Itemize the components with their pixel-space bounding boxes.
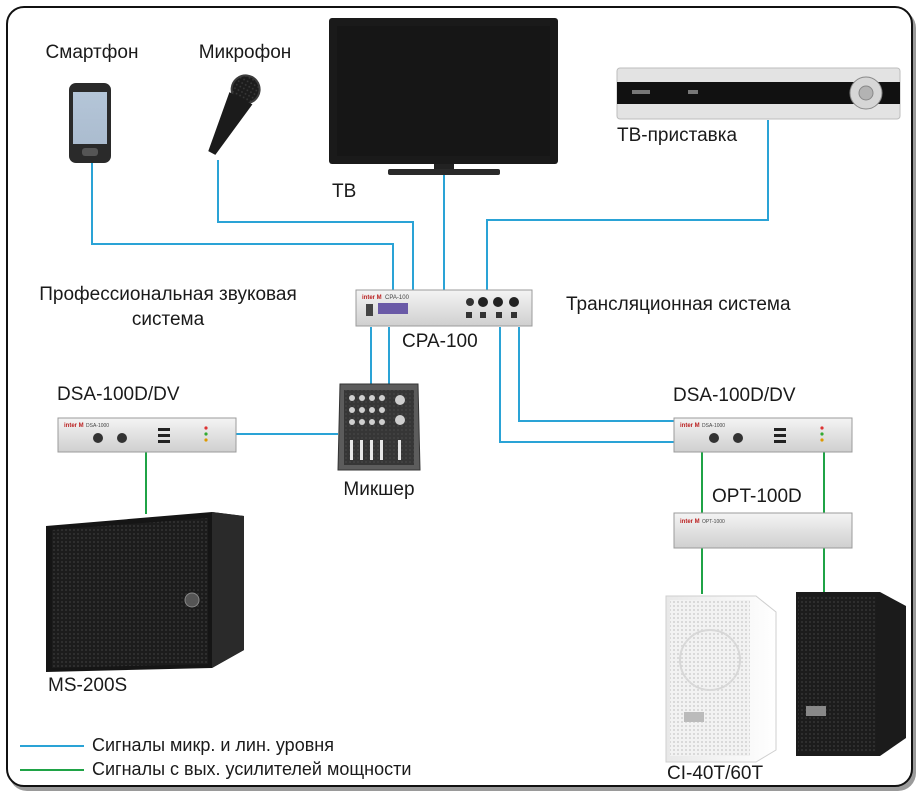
cpa-100-amplifier-icon: inter M CPA-100 <box>355 289 533 327</box>
wire-cpa-dsa-right-2 <box>499 327 676 443</box>
dsa-left-amplifier-icon: inter M DSA-1000 <box>57 417 237 453</box>
opt-brand: inter M <box>680 519 700 525</box>
dsa-right-brand: inter M <box>680 423 700 429</box>
label-mixer: Микшер <box>343 479 415 500</box>
label-opt-100d: OPT-100D <box>712 486 802 507</box>
opt-100d-unit-icon: inter M OPT-1000 <box>673 512 853 549</box>
opt-model-plate: OPT-1000 <box>702 519 725 525</box>
dsa-right-model-plate: DSA-1000 <box>702 423 725 429</box>
mixer-icon <box>337 383 421 471</box>
wire-smartphone-cpa <box>91 163 394 292</box>
legend-label-power-level: Сигналы с вых. усилителей мощности <box>92 759 412 779</box>
label-smartphone: Смартфон <box>45 42 139 63</box>
label-settop: ТВ-приставка <box>617 125 738 146</box>
label-pro-system-line2: система <box>131 309 205 330</box>
wire-cpa-dsa-right-1 <box>518 327 676 422</box>
smartphone-icon <box>69 83 111 163</box>
wire-mic-cpa <box>217 160 414 292</box>
label-dsa-left: DSA-100D/DV <box>57 384 180 405</box>
label-tv: ТВ <box>332 181 357 202</box>
subwoofer-icon <box>46 512 244 672</box>
speaker-white-icon <box>665 595 777 763</box>
tv-icon <box>329 18 558 175</box>
line-level-wires <box>91 120 769 443</box>
dsa-right-amplifier-icon: inter M DSA-1000 <box>673 417 853 453</box>
legend-label-line-level: Сигналы микр. и лин. уровня <box>92 735 334 755</box>
cpa-brand: inter M <box>362 295 382 301</box>
power-level-wires <box>145 452 825 594</box>
label-cpa-100: CPA-100 <box>402 331 478 352</box>
label-broadcast-system: Трансляционная система <box>566 294 791 315</box>
speaker-black-icon <box>796 592 906 756</box>
label-ms-200s: MS-200S <box>48 675 128 696</box>
dsa-left-model-plate: DSA-1000 <box>86 423 109 429</box>
microphone-icon <box>208 74 261 155</box>
label-microphone: Микрофон <box>198 42 292 63</box>
settop-box-icon <box>616 67 901 120</box>
label-ci-speakers: CI-40T/60T <box>667 763 764 784</box>
label-dsa-right: DSA-100D/DV <box>673 385 796 406</box>
cpa-model-plate: CPA-100 <box>385 295 410 301</box>
label-pro-system-line1: Профессиональная звуковая <box>39 284 297 305</box>
dsa-left-brand: inter M <box>64 423 84 429</box>
wire-settop-cpa <box>486 120 769 292</box>
